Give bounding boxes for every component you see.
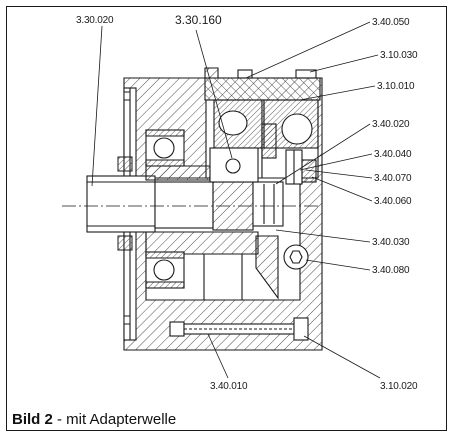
- label-r1: 3.40.050: [372, 17, 410, 28]
- label-r4: 3.40.020: [372, 119, 410, 130]
- ball-bearing-upper: [145, 129, 185, 167]
- label-r7: 3.40.060: [374, 196, 412, 207]
- shaft: [86, 175, 284, 233]
- label-r6: 3.40.070: [374, 173, 412, 184]
- label-r9: 3.40.080: [372, 265, 410, 276]
- label-bottom-right: 3.10.020: [380, 381, 418, 392]
- figure-number: Bild 2: [12, 411, 53, 428]
- label-r5: 3.40.040: [374, 149, 412, 160]
- label-r3: 3.10.010: [377, 81, 415, 92]
- sleeve: [145, 147, 259, 255]
- top-cover: [204, 69, 321, 101]
- label-bottom-mid: 3.40.010: [210, 381, 248, 392]
- figure-caption: Bild 2 - mit Adapterwelle: [12, 411, 176, 428]
- figure-caption-text: - mit Adapterwelle: [52, 411, 177, 428]
- part-labels: 3.30.020 3.30.160 3.40.050 3.10.030 3.10…: [76, 13, 418, 392]
- label-r2: 3.10.030: [380, 50, 418, 61]
- label-top-left: 3.30.020: [76, 15, 114, 26]
- label-r8: 3.40.030: [372, 237, 410, 248]
- label-top-mid: 3.30.160: [175, 13, 222, 27]
- bottom-screw: [169, 317, 309, 341]
- leader-lines: [91, 21, 381, 379]
- seals: [117, 91, 133, 325]
- ball-bearing-lower: [145, 251, 185, 289]
